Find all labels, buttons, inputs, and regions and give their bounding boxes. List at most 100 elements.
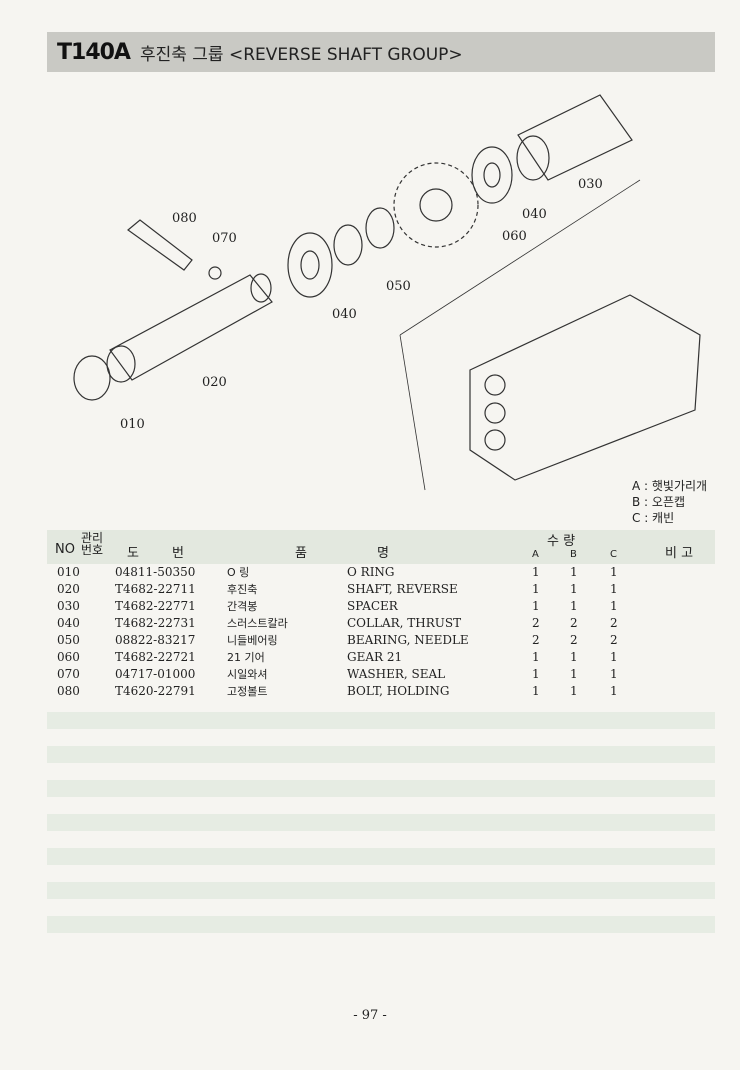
header-remarks: 비 고 xyxy=(665,546,694,561)
transmission-housing-shape xyxy=(469,294,701,481)
callout-040-left: 040 xyxy=(332,307,357,322)
cell-qty-b: 1 xyxy=(570,650,578,664)
header-qty: 수 량 xyxy=(547,534,576,549)
cell-no: 020 xyxy=(57,582,80,596)
empty-row-band xyxy=(47,848,715,865)
cell-no: 060 xyxy=(57,650,80,664)
cell-name-en: GEAR 21 xyxy=(347,650,403,664)
cell-qty-b: 2 xyxy=(570,616,578,630)
callout-070: 070 xyxy=(212,231,237,246)
table-row: 030 T4682-22771 간격봉 SPACER 1 1 1 xyxy=(47,598,715,615)
cell-qty-b: 1 xyxy=(570,565,578,579)
cell-name-ko: 스러스트칼라 xyxy=(227,617,288,630)
cell-qty-a: 1 xyxy=(532,582,540,596)
cell-qty-c: 1 xyxy=(610,582,618,596)
cell-qty-a: 1 xyxy=(532,599,540,613)
cell-no: 040 xyxy=(57,616,80,630)
cell-qty-c: 1 xyxy=(610,599,618,613)
cell-qty-a: 1 xyxy=(532,684,540,698)
cell-name-en: SPACER xyxy=(347,599,398,613)
table-row: 060 T4682-22721 21 기어 GEAR 21 1 1 1 xyxy=(47,649,715,666)
cell-part-no: 08822-83217 xyxy=(115,633,196,647)
header-qty-a: A xyxy=(532,549,539,560)
empty-row-band xyxy=(47,746,715,763)
cell-qty-c: 1 xyxy=(610,650,618,664)
cell-part-no: T4682-22721 xyxy=(115,650,196,664)
cell-name-ko: 고정볼트 xyxy=(227,685,268,698)
callout-040-right: 040 xyxy=(522,207,547,222)
thrust-collar-right-shape xyxy=(471,146,513,204)
o-ring-shape xyxy=(73,355,111,401)
table-row: 050 08822-83217 니들베어링 BEARING, NEEDLE 2 … xyxy=(47,632,715,649)
cell-name-en: BOLT, HOLDING xyxy=(347,684,450,698)
cell-name-en: O RING xyxy=(347,565,395,579)
table-row: 040 T4682-22731 스러스트칼라 COLLAR, THRUST 2 … xyxy=(47,615,715,632)
cell-name-ko: 후진축 xyxy=(227,583,258,596)
page-number: - 97 - xyxy=(353,1008,387,1023)
cell-qty-a: 2 xyxy=(532,616,540,630)
holding-bolt-shape xyxy=(127,219,193,271)
cell-part-no: T4682-22771 xyxy=(115,599,196,613)
empty-row-band xyxy=(47,712,715,729)
cell-part-no: T4682-22731 xyxy=(115,616,196,630)
legend-item-a: A : 햇빛가리개 xyxy=(632,479,708,493)
empty-row-band xyxy=(47,814,715,831)
parts-table: 010 04811-50350 O 링 O RING 1 1 1 020 T46… xyxy=(47,564,715,700)
cell-qty-b: 1 xyxy=(570,582,578,596)
cell-no: 050 xyxy=(57,633,80,647)
cell-part-no: 04811-50350 xyxy=(115,565,196,579)
cell-qty-c: 2 xyxy=(610,616,618,630)
empty-row-band xyxy=(47,882,715,899)
header-name-1: 품 xyxy=(295,546,307,561)
model-code: T140A xyxy=(57,39,131,65)
cell-name-en: BEARING, NEEDLE xyxy=(347,633,469,647)
table-row: 020 T4682-22711 후진축 SHAFT, REVERSE 1 1 1 xyxy=(47,581,715,598)
table-header: NO 관리 번호 도 번 품 명 수 량 A B C 비 고 xyxy=(47,530,715,564)
cell-part-no: T4682-22711 xyxy=(115,582,196,596)
callout-080: 080 xyxy=(172,211,197,226)
cell-qty-a: 1 xyxy=(532,565,540,579)
header-part-no-1: 도 xyxy=(127,546,139,561)
header-no: NO xyxy=(55,542,75,557)
table-row: 070 04717-01000 시일와셔 WASHER, SEAL 1 1 1 xyxy=(47,666,715,683)
cell-name-ko: 시일와셔 xyxy=(227,668,268,681)
spacer-shape xyxy=(517,94,633,181)
empty-row-band xyxy=(47,780,715,797)
cell-no: 030 xyxy=(57,599,80,613)
legend-item-c: C : 캐빈 xyxy=(632,511,675,525)
cell-name-ko: 니들베어링 xyxy=(227,634,278,647)
seal-washer-shape xyxy=(208,266,222,280)
variant-legend: A : 햇빛가리개 B : 오픈캡 C : 캐빈 xyxy=(632,478,707,526)
cell-name-en: WASHER, SEAL xyxy=(347,667,446,681)
page-title-bar: T140A 후진축 그룹 <REVERSE SHAFT GROUP> xyxy=(47,32,715,72)
exploded-parts-diagram: 010 020 030 040 040 050 060 070 080 xyxy=(73,94,701,491)
cell-name-ko: O 링 xyxy=(227,566,250,579)
cell-qty-b: 1 xyxy=(570,667,578,681)
callout-050: 050 xyxy=(386,279,411,294)
needle-bearing-shape-1 xyxy=(333,224,363,266)
cell-qty-a: 1 xyxy=(532,667,540,681)
cell-no: 010 xyxy=(57,565,80,579)
cell-qty-b: 2 xyxy=(570,633,578,647)
cell-part-no: 04717-01000 xyxy=(115,667,196,681)
cell-qty-c: 2 xyxy=(610,633,618,647)
header-mgmt: 관리 번호 xyxy=(81,531,104,557)
empty-table-rows xyxy=(47,712,715,950)
group-title: 후진축 그룹 <REVERSE SHAFT GROUP> xyxy=(139,44,463,65)
cell-qty-a: 1 xyxy=(532,650,540,664)
header-part-no-2: 번 xyxy=(172,546,184,561)
cell-qty-c: 1 xyxy=(610,667,618,681)
table-row: 080 T4620-22791 고정볼트 BOLT, HOLDING 1 1 1 xyxy=(47,683,715,700)
cell-qty-c: 1 xyxy=(610,684,618,698)
legend-item-b: B : 오픈캡 xyxy=(632,495,686,509)
cell-qty-b: 1 xyxy=(570,599,578,613)
header-qty-b: B xyxy=(570,549,577,560)
table-row: 010 04811-50350 O 링 O RING 1 1 1 xyxy=(47,564,715,581)
thrust-collar-left-shape xyxy=(287,232,333,298)
reverse-shaft-shape xyxy=(109,274,273,381)
cell-name-en: SHAFT, REVERSE xyxy=(347,582,458,596)
cell-name-ko: 21 기어 xyxy=(227,651,265,664)
callout-030: 030 xyxy=(578,177,603,192)
empty-row-band xyxy=(47,916,715,933)
